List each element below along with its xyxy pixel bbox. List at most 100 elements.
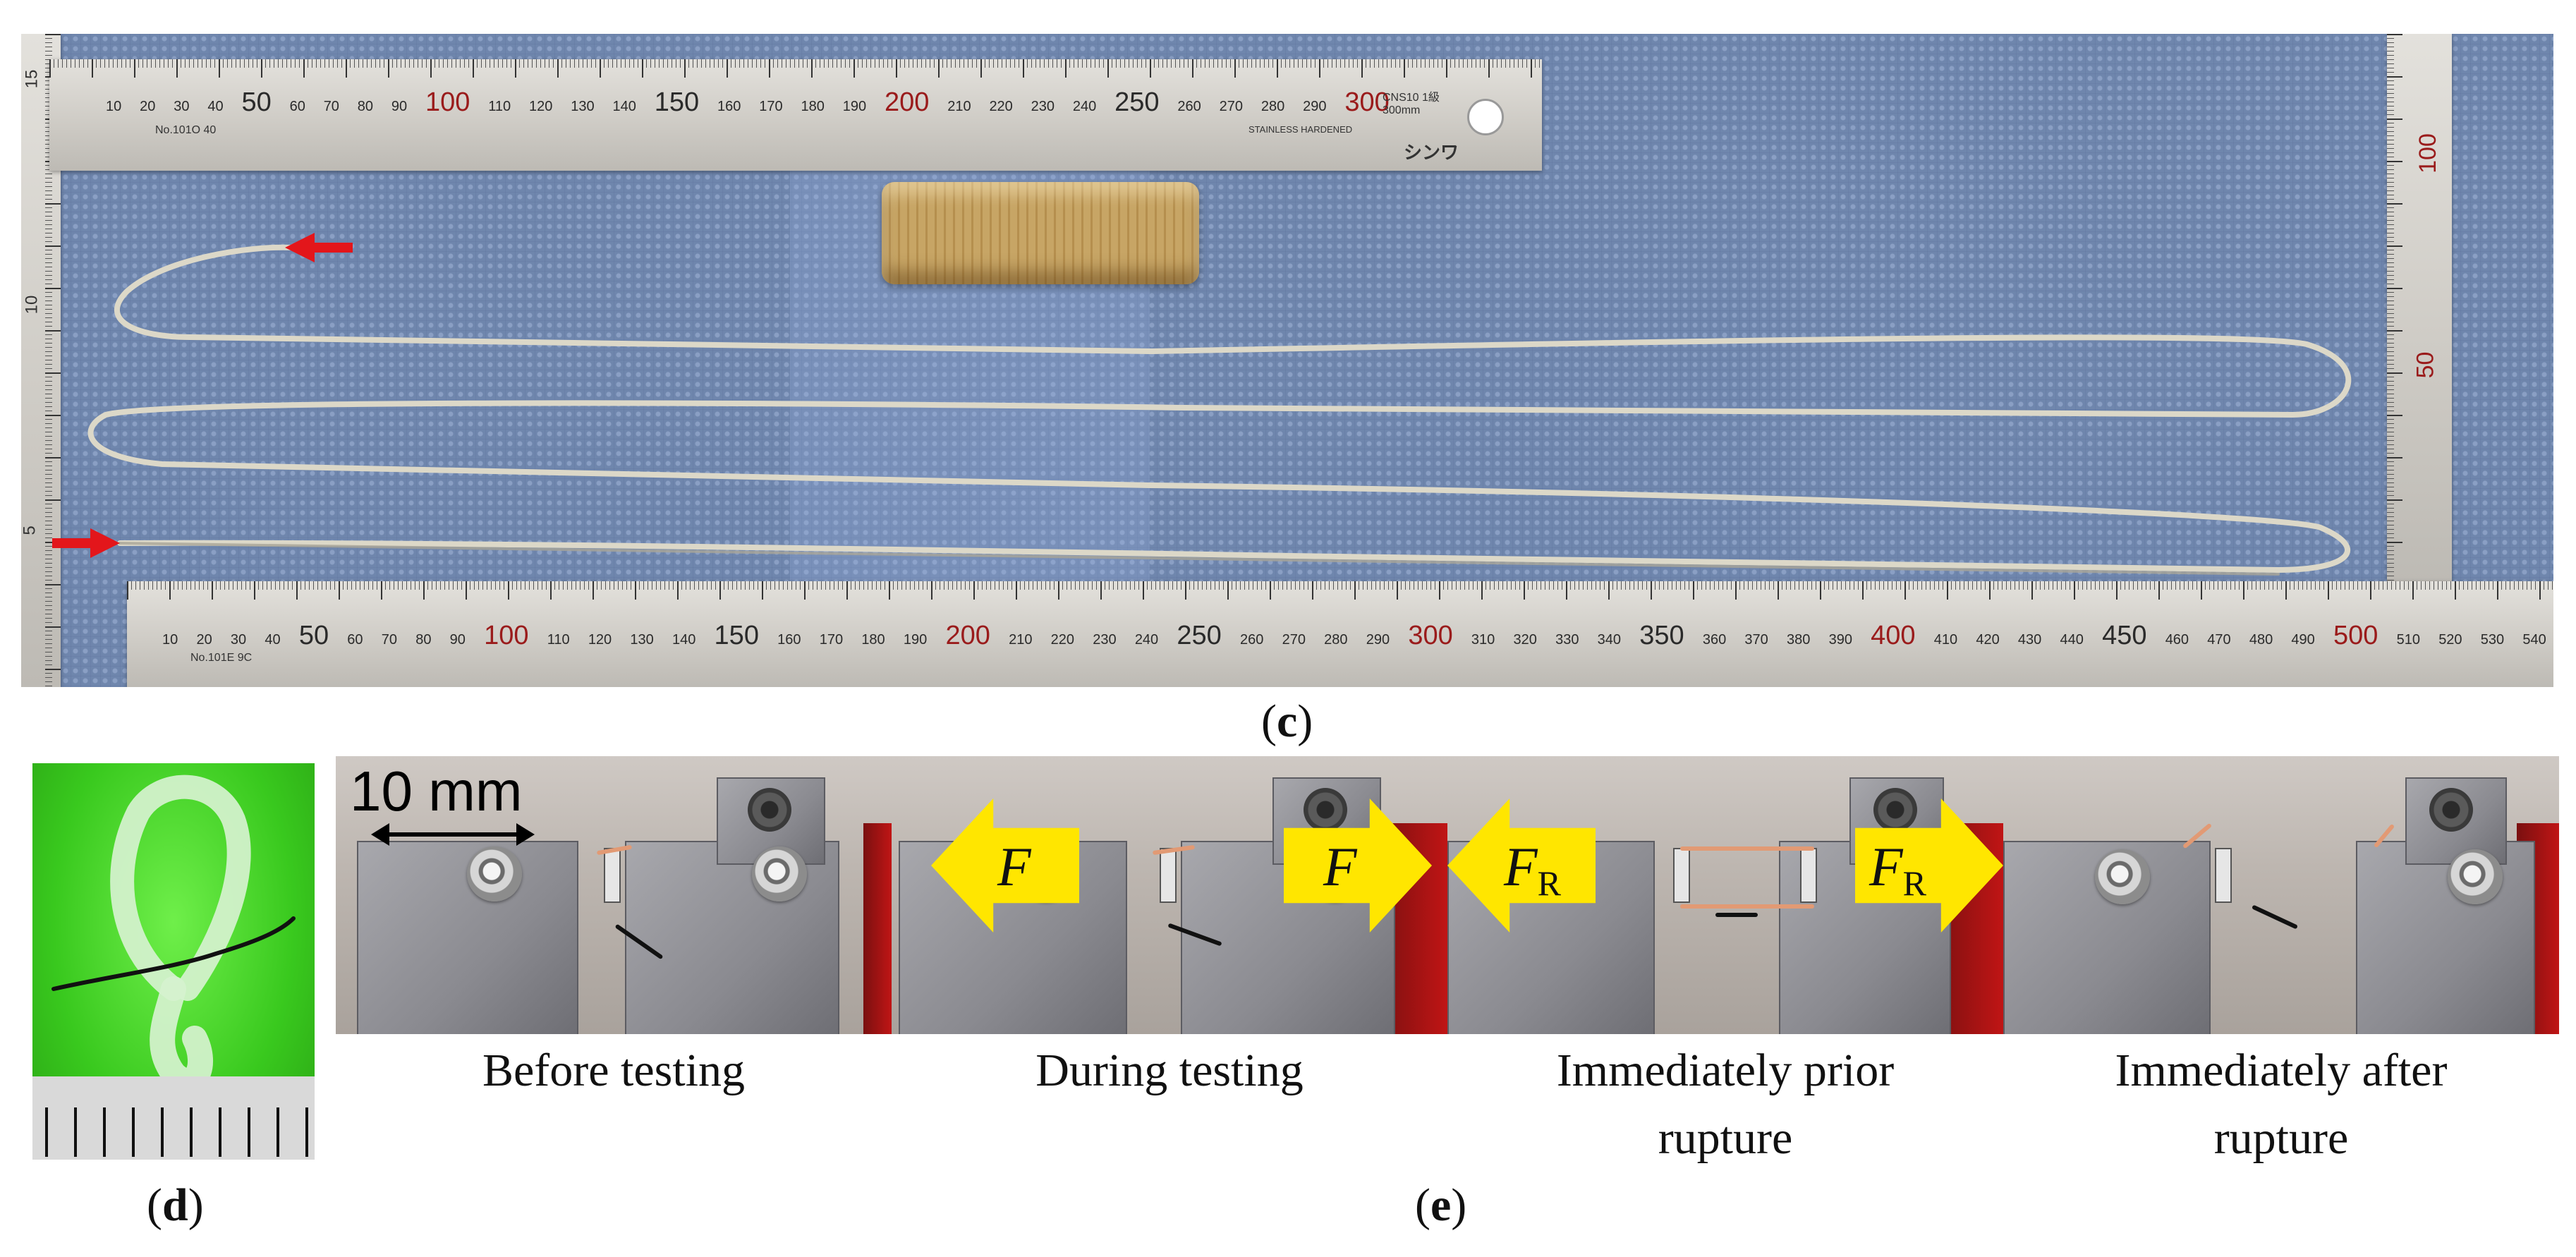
bottom-ruler-number: 280 — [1324, 632, 1348, 648]
bottom-ruler-number: 90 — [449, 632, 466, 648]
bottom-ruler-number: 500 — [2333, 621, 2378, 650]
bottom-ruler-number: 40 — [265, 632, 281, 648]
bottom-ruler-number: 100 — [484, 621, 529, 650]
socket-screw — [2429, 788, 2473, 832]
suture-path — [87, 244, 2352, 573]
panel-label-c: (c) — [1261, 696, 1313, 747]
force-subscript: R — [1902, 863, 1927, 903]
left-bolt — [2095, 849, 2150, 904]
top-ruler-number: 150 — [654, 87, 700, 117]
right-ruler: 100 50 — [2387, 34, 2452, 584]
caption-line: Before testing — [482, 1045, 746, 1096]
frame-after-rupture — [2003, 756, 2559, 1034]
bottom-ruler-number: 370 — [1744, 632, 1768, 648]
bottom-ruler-number: 10 — [162, 632, 178, 648]
panel-label-d: (d) — [147, 1179, 204, 1231]
knot — [2252, 904, 2298, 930]
bottom-ruler-number: 110 — [547, 632, 570, 648]
bottom-ruler-number: 460 — [2165, 632, 2189, 648]
suture-path-shadow — [119, 542, 2280, 576]
top-ruler-number: 240 — [1072, 99, 1097, 114]
top-ruler-number: 160 — [717, 99, 741, 114]
bottom-ruler-number: 480 — [2249, 632, 2273, 648]
force-label-left: F — [997, 839, 1031, 894]
top-ruler-number: 260 — [1177, 99, 1201, 114]
top-ruler-number: 290 — [1303, 99, 1327, 114]
bottom-ruler-number: 120 — [588, 632, 612, 648]
bottom-ruler-number: 140 — [672, 632, 696, 648]
bottom-ruler-number: 340 — [1597, 632, 1622, 648]
force-subscript: R — [1537, 863, 1562, 903]
suture-clip-left — [1673, 848, 1690, 903]
bottom-ruler-number: 210 — [1009, 632, 1033, 648]
bottom-ruler-number: 490 — [2291, 632, 2315, 648]
knot — [1715, 913, 1758, 917]
bottom-ruler-number: 130 — [630, 632, 654, 648]
bottom-ruler-number: 250 — [1177, 621, 1222, 650]
bottom-ruler-number: 420 — [1976, 632, 2000, 648]
bottom-ruler-number: 260 — [1240, 632, 1264, 648]
suture-clip-left — [604, 848, 621, 903]
bottom-ruler-model: No.101E 9C — [190, 652, 253, 664]
top-ruler-number: 90 — [391, 99, 408, 114]
bottom-ruler-number: 320 — [1513, 632, 1537, 648]
caption-line: Immediately after — [2115, 1045, 2448, 1096]
force-symbol: F — [1504, 836, 1538, 897]
panel-label-e: (e) — [1415, 1179, 1467, 1231]
panel-d-letter: d — [162, 1179, 188, 1231]
bottom-ruler-number: 530 — [2480, 632, 2505, 648]
right-bolt — [2448, 849, 2503, 904]
top-ruler-number: 100 — [425, 87, 470, 117]
suture-clip-left — [1160, 848, 1177, 903]
top-ruler-number: 110 — [488, 99, 511, 114]
bottom-ruler-number: 80 — [415, 632, 432, 648]
panel-e-frames: 10 mm F F FR FR — [336, 756, 2559, 1034]
red-arrow-bottom — [52, 528, 120, 558]
top-ruler-number: 80 — [357, 99, 374, 114]
top-ruler-number: 210 — [947, 99, 971, 114]
frame-prior-rupture: FR FR — [1447, 756, 2003, 1034]
top-ruler-number: 250 — [1114, 87, 1160, 117]
bottom-ruler-number: 430 — [2017, 632, 2042, 648]
top-ruler-number: 70 — [323, 99, 339, 114]
top-ruler-number: 170 — [759, 99, 783, 114]
bottom-ruler-number: 200 — [945, 621, 990, 650]
suture-clip-right — [1800, 848, 1817, 903]
right-bolt — [752, 846, 807, 901]
socket-screw — [1873, 788, 1917, 832]
bottom-ruler-number: 350 — [1639, 621, 1684, 650]
caption-line: rupture — [2213, 1112, 2349, 1164]
scale-bar-arrow — [371, 823, 535, 846]
bottom-ruler-number: 400 — [1871, 621, 1916, 650]
bottom-ruler-number: 450 — [2102, 621, 2147, 650]
force-label-left: FR — [1504, 839, 1561, 901]
top-ruler-spec: CNS10 1級 300mm — [1383, 92, 1440, 116]
bottom-ruler-number: 520 — [2438, 632, 2462, 648]
top-ruler-number: 300 — [1344, 87, 1390, 117]
knot-loop — [51, 775, 296, 1094]
bottom-ruler-number: 60 — [347, 632, 363, 648]
bottom-ruler-number: 310 — [1471, 632, 1495, 648]
top-ruler-number: 60 — [289, 99, 305, 114]
bottom-ruler-number: 270 — [1282, 632, 1306, 648]
suture-thread — [52, 233, 2352, 576]
caption-prior-rupture: Immediately prior rupture — [1447, 1037, 2003, 1172]
bottom-ruler-number: 300 — [1408, 621, 1453, 650]
suture-clip-left — [2215, 848, 2232, 903]
socket-screw — [1304, 788, 1347, 832]
top-ruler-number: 280 — [1260, 99, 1285, 114]
bottom-ruler-number: 380 — [1787, 632, 1811, 648]
top-ruler-number: 50 — [241, 87, 272, 117]
red-block — [863, 823, 892, 1034]
frame-during-testing: F F — [892, 756, 1447, 1034]
bottom-ruler-number: 170 — [819, 632, 844, 648]
force-symbol: F — [997, 836, 1031, 897]
top-ruler-number: 180 — [801, 99, 825, 114]
caption-after-rupture: Immediately after rupture — [2003, 1037, 2559, 1172]
top-ruler-number: 120 — [529, 99, 553, 114]
bottom-ruler-number: 540 — [2522, 632, 2546, 648]
socket-screw — [748, 788, 791, 832]
bottom-ruler-number: 160 — [777, 632, 801, 648]
